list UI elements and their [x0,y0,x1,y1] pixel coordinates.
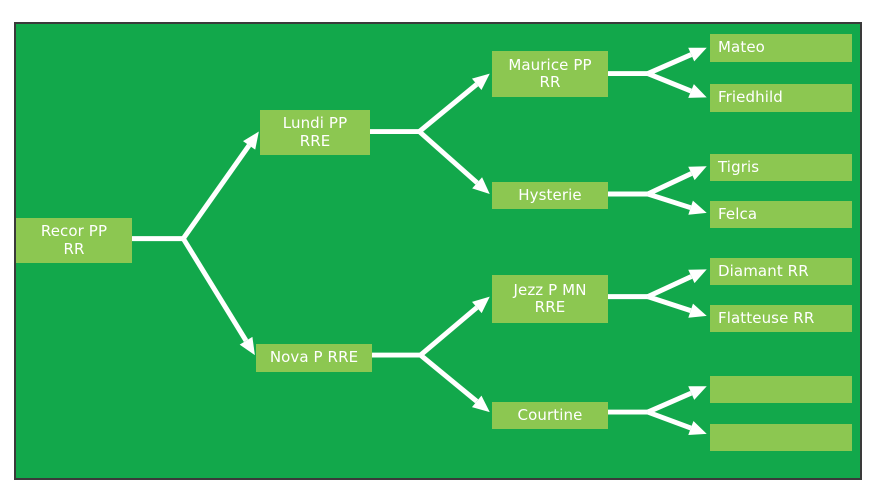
arrowhead-root-to-lundi [243,131,259,150]
tree-node-nova[interactable]: Nova P RRE [256,344,372,372]
arrowhead-hysterie-to-felca [688,200,707,215]
tree-node-felca[interactable]: Felca [710,201,852,228]
arrowhead-lundi-to-hysterie [472,177,490,195]
edge-lundi-to-hysterie [417,129,479,185]
tree-node-maurice[interactable]: Maurice PP RR [492,51,608,97]
arrowhead-courtine-to-leaf-blank-2 [688,421,707,435]
tree-node-leaf-blank-2[interactable] [710,424,852,451]
tree-node-friedhild[interactable]: Friedhild [710,84,852,112]
arrowhead-maurice-to-mateo [688,47,707,62]
arrowhead-root-to-nova [239,336,255,356]
tree-node-lundi[interactable]: Lundi PP RRE [260,110,370,155]
arrowhead-nova-to-courtine [471,395,490,413]
edge-hysterie-to-tigris [646,171,693,197]
arrowhead-hysterie-to-tigris [688,166,707,181]
edge-jezz-to-flatteuse [647,294,692,314]
arrowhead-lundi-to-maurice [471,73,490,91]
edge-hysterie-to-felca [647,191,692,211]
edge-nova-to-jezz [418,305,479,357]
arrowhead-jezz-to-diamant [688,269,707,284]
arrowhead-courtine-to-leaf-blank-1 [688,386,707,400]
edge-root-to-nova [181,237,249,343]
tree-node-mateo[interactable]: Mateo [710,34,852,62]
edge-courtine-to-leaf-blank-2 [646,409,692,431]
edge-courtine-to-leaf-blank-1 [646,390,693,415]
tree-node-flatteuse[interactable]: Flatteuse RR [710,305,852,332]
edge-nova-to-courtine [418,353,479,404]
edge-maurice-to-mateo [646,52,693,76]
tree-node-diamant[interactable]: Diamant RR [710,258,852,285]
edge-root-to-lundi [181,143,252,241]
tree-node-hysterie[interactable]: Hysterie [492,182,608,209]
arrowhead-jezz-to-flatteuse [688,303,707,318]
diagram-board: Recor PP RR Lundi PP RRE Nova P RRE Maurice… [14,22,862,480]
edge-jezz-to-diamant [646,274,693,299]
tree-node-root[interactable]: Recor PP RR [16,218,132,263]
edge-lundi-to-maurice [417,82,479,134]
arrowhead-maurice-to-friedhild [688,84,707,98]
tree-node-leaf-blank-1[interactable] [710,376,852,403]
tree-node-tigris[interactable]: Tigris [710,154,852,181]
tree-node-courtine[interactable]: Courtine [492,402,608,429]
edge-maurice-to-friedhild [646,71,692,94]
arrowhead-nova-to-jezz [472,296,490,314]
tree-node-jezz[interactable]: Jezz P MN RRE [492,275,608,323]
